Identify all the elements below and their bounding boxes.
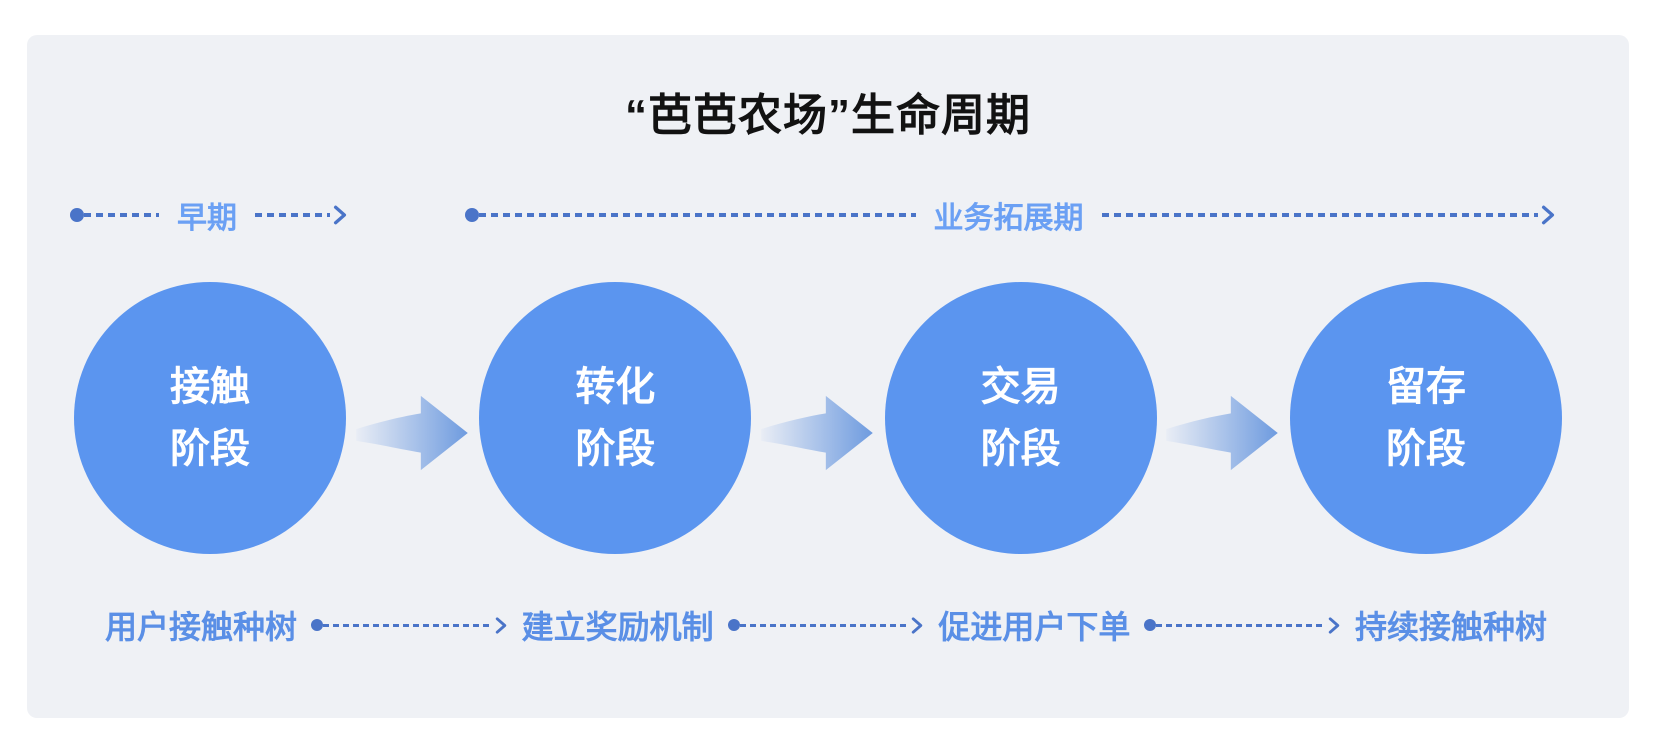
action-connector (1144, 616, 1341, 635)
chevron-right-icon (333, 205, 347, 225)
stage-label-line1: 交易 (980, 365, 1061, 409)
stage-circle-conversion: 转化 阶段 (479, 282, 752, 554)
flow-arrow-icon (1166, 395, 1279, 471)
stage-label-line1: 接触 (170, 365, 250, 409)
timeline-segment-early: 早期 (70, 193, 348, 237)
dashed-line (1101, 213, 1538, 217)
timeline-row: 早期 业务拓展期 (70, 198, 1556, 235)
stage-circle-contact: 接触 阶段 (74, 282, 346, 554)
dashed-line (1156, 623, 1325, 627)
dashed-line (479, 213, 916, 217)
flow-arrow-icon (761, 395, 873, 471)
dashed-line (84, 213, 159, 217)
connector-dot-icon (1144, 619, 1157, 631)
action-label-reward-mechanism: 建立奖励机制 (521, 609, 714, 645)
stage-label-line2: 阶段 (170, 427, 250, 471)
action-connector (311, 616, 508, 635)
stage-label-line2: 阶段 (575, 427, 656, 471)
timeline-start-dot-icon (70, 208, 84, 222)
stage-circle-retention: 留存 阶段 (1289, 282, 1562, 554)
actions-row: 用户接触种树 建立奖励机制 促进用户下单 (105, 602, 1547, 648)
dashed-line (739, 623, 909, 627)
timeline-segment-expansion: 业务拓展期 (465, 193, 1556, 237)
page-title: “芭芭农场”生命周期 (625, 91, 1031, 140)
action-label-plant-trees: 用户接触种树 (105, 609, 298, 645)
dashed-line (255, 213, 330, 217)
stage-label-line2: 阶段 (1385, 427, 1466, 471)
chevron-right-icon (912, 616, 923, 634)
stage-label-line1: 转化 (575, 365, 656, 409)
action-connector (727, 616, 925, 635)
timeline-label-early: 早期 (177, 202, 237, 235)
connector-dot-icon (311, 619, 324, 631)
chevron-right-icon (1541, 205, 1555, 225)
diagram-panel: “芭芭农场”生命周期 早期 业务拓展期 (27, 35, 1629, 718)
chevron-right-icon (495, 616, 506, 634)
connector-dot-icon (727, 619, 740, 631)
timeline-start-dot-icon (465, 208, 479, 222)
chevron-right-icon (1328, 616, 1340, 634)
action-label-promote-orders: 促进用户下单 (938, 609, 1131, 645)
stage-label-line2: 阶段 (980, 427, 1061, 471)
stages-row: 接触 阶段 转化 阶段 交易 阶段 留存 阶段 (74, 282, 1562, 554)
dashed-line (323, 623, 492, 627)
stage-label-line1: 留存 (1385, 365, 1466, 409)
timeline-label-expansion: 业务拓展期 (933, 202, 1084, 235)
flow-arrow-icon (355, 395, 468, 471)
action-label-continuous-contact: 持续接触种树 (1354, 609, 1547, 645)
stage-circle-transaction: 交易 阶段 (884, 282, 1157, 554)
